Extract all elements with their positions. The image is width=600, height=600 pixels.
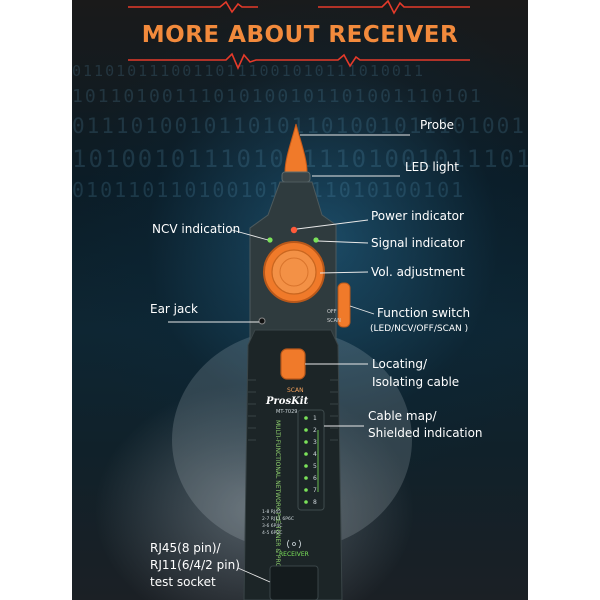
pin-legend-item: 3-6 6P4C [262,523,282,529]
callout-line-power [296,219,369,230]
pin-number: 3 [313,439,317,446]
model-number: MT-7029 [276,409,297,415]
callout-socket-line3: test socket [150,575,216,589]
callout-function-switch-modes: (LED/NCV/OFF/SCAN ) [370,324,469,334]
switch-mode-label: SCAN [327,318,341,324]
test-socket [269,565,319,600]
binary-pattern: 10110100111010100101101001110101 [72,86,483,107]
cable-map-led [304,488,308,492]
callout-cable-map-line2: Shielded indication [368,426,483,440]
grip-ridges [248,379,338,441]
ear-jack [258,317,266,325]
callout-ncv-indication: NCV indication [152,222,241,236]
page-title: MORE ABOUT RECEIVER [141,22,459,48]
callout-power-indicator: Power indicator [371,209,464,223]
wireless-icon [287,539,301,549]
pin-number: 6 [313,475,317,482]
binary-pattern: 01101011100110111001010111010011 [72,62,425,80]
pin-legend-item: 1-8 RJ45 [262,509,281,515]
cable-map-panel: 1 2 3 4 5 6 7 8 [297,409,325,511]
volume-knob [263,241,325,303]
power-indicator-led [290,226,298,234]
ncv-indicator-led [267,237,273,243]
callout-vol-adjustment: Vol. adjustment [371,265,465,279]
pin-number: 7 [313,487,317,494]
cable-map-led [304,476,308,480]
function-switch [337,282,351,328]
brand-logo: ProsKit [265,396,309,407]
locating-button [280,348,306,380]
probe-tip [284,123,308,173]
cable-map-led [304,440,308,444]
cable-map-led [304,452,308,456]
header-waveform-right [318,0,470,15]
header-waveform-left [128,0,258,14]
callout-cable-map-line1: Cable map/ [368,409,437,423]
cable-map-led [304,500,308,504]
callout-function-switch: Function switch [377,306,471,320]
pin-number: 8 [313,499,317,506]
product-side-text: MULTI-FUNCTIONAL NETWORK PoE TONER & PRO… [274,420,281,576]
callout-line-signal [317,240,369,244]
signal-indicator-led [313,237,319,243]
callout-led-light: LED light [405,160,459,174]
switch-mode-label: OFF [327,309,337,315]
receiver-grip [243,329,343,600]
pin-legend-item: 4-5 6P2C [262,530,282,536]
pin-number: 2 [313,427,317,434]
callout-signal-indicator: Signal indicator [371,236,465,250]
binary-pattern: 0101101101001010111010100101 [72,178,466,202]
title-waveform [128,52,470,70]
callout-socket-line1: RJ45(8 pin)/ [150,541,221,555]
pin-legend-item: 2-7 RJ11 6P6C [262,516,294,522]
cable-map-led [304,428,308,432]
pin-number: 1 [313,415,317,422]
receiver-label: RECEIVER [279,551,309,558]
callout-socket-line2: RJ11(6/4/2 pin) [150,558,240,572]
callout-line-vol [319,271,369,274]
callout-probe: Probe [420,118,455,132]
callout-locating-line2: Isolating cable [372,375,460,389]
callout-line-socket [237,567,271,583]
cable-map-led [304,464,308,468]
callout-line-ncv [231,229,269,241]
pin-number: 5 [313,463,317,470]
callout-line-switch [349,305,375,315]
led-light-ring [281,171,311,183]
callout-locating-line1: Locating/ [372,357,428,371]
scan-label: SCAN [287,387,304,394]
cable-map-led [304,416,308,420]
pin-number: 4 [313,451,317,458]
callout-ear-jack: Ear jack [150,302,198,316]
